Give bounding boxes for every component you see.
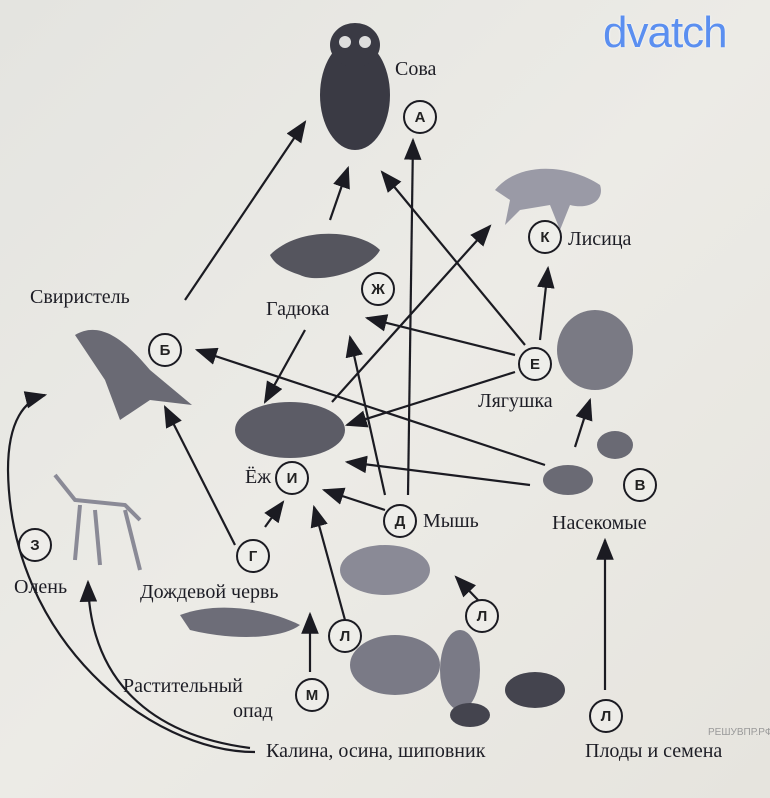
deer-picture (53, 473, 142, 571)
watermark: РЕШУВПР.РФ (708, 727, 770, 738)
node-waxwing: Б (148, 333, 182, 367)
waxwing-label: Свиристель (30, 286, 130, 308)
litter-label-line2: опад (233, 700, 273, 722)
node-mouse: Д (383, 504, 417, 538)
node-frog: Е (518, 347, 552, 381)
owl-picture (320, 23, 390, 150)
frog-picture (557, 310, 633, 390)
node-hedgehog: И (275, 461, 309, 495)
insects-label: Насекомые (552, 512, 647, 534)
owl-label: Сова (395, 58, 437, 80)
insects-picture (543, 431, 633, 495)
viper-label: Гадюка (266, 298, 330, 320)
worm-label: Дождевой червь (140, 581, 279, 603)
fox-label: Лисица (568, 228, 632, 250)
plants-picture (350, 630, 565, 727)
node-viper: Ж (361, 272, 395, 306)
shrubs-label: Калина, осина, шиповник (266, 740, 486, 762)
worm-picture (180, 607, 300, 637)
mouse-picture (340, 545, 430, 595)
waxwing-picture (75, 329, 192, 420)
mouse-label: Мышь (423, 510, 479, 532)
arrows (6, 120, 614, 754)
node-deer: З (18, 528, 52, 562)
logo: dvatch (603, 8, 728, 57)
deer-label: Олень (14, 576, 68, 598)
node-owl: А (403, 100, 437, 134)
node-plants-2: Л (465, 599, 499, 633)
node-plants-1: Л (328, 619, 362, 653)
hedgehog-label: Ёж (245, 466, 272, 488)
node-insects: В (623, 468, 657, 502)
hedgehog-picture (235, 402, 345, 458)
viper-picture (270, 233, 380, 279)
node-litter: М (295, 678, 329, 712)
node-fruits: Л (589, 699, 623, 733)
litter-label-line1: Растительный (123, 675, 243, 697)
fox-picture (495, 168, 601, 230)
node-fox: К (528, 220, 562, 254)
fruits-label: Плоды и семена (585, 740, 723, 762)
node-worm: Г (236, 539, 270, 573)
frog-label: Лягушка (478, 390, 553, 412)
